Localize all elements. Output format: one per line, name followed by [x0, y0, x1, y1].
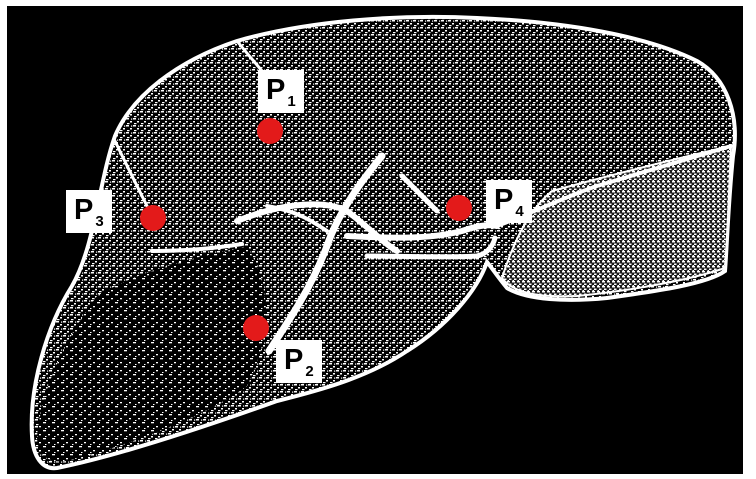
liver-mesh-canvas: [7, 6, 743, 474]
marker-p3: [140, 205, 166, 231]
liver-mesh-drawing: [7, 6, 743, 474]
marker-p4: [446, 195, 472, 221]
label-p4-letter: P: [494, 184, 513, 216]
marker-p2: [243, 315, 269, 341]
left-lobe-region: [37, 246, 266, 462]
label-p1-letter: P: [266, 74, 285, 106]
label-p4-index: 4: [515, 203, 523, 220]
label-p2-index: 2: [305, 363, 313, 380]
marker-p1: [257, 118, 283, 144]
label-p2-letter: P: [284, 344, 303, 376]
label-p1-index: 1: [287, 93, 295, 110]
label-p3-letter: P: [74, 194, 93, 226]
label-p3-index: 3: [95, 213, 103, 230]
